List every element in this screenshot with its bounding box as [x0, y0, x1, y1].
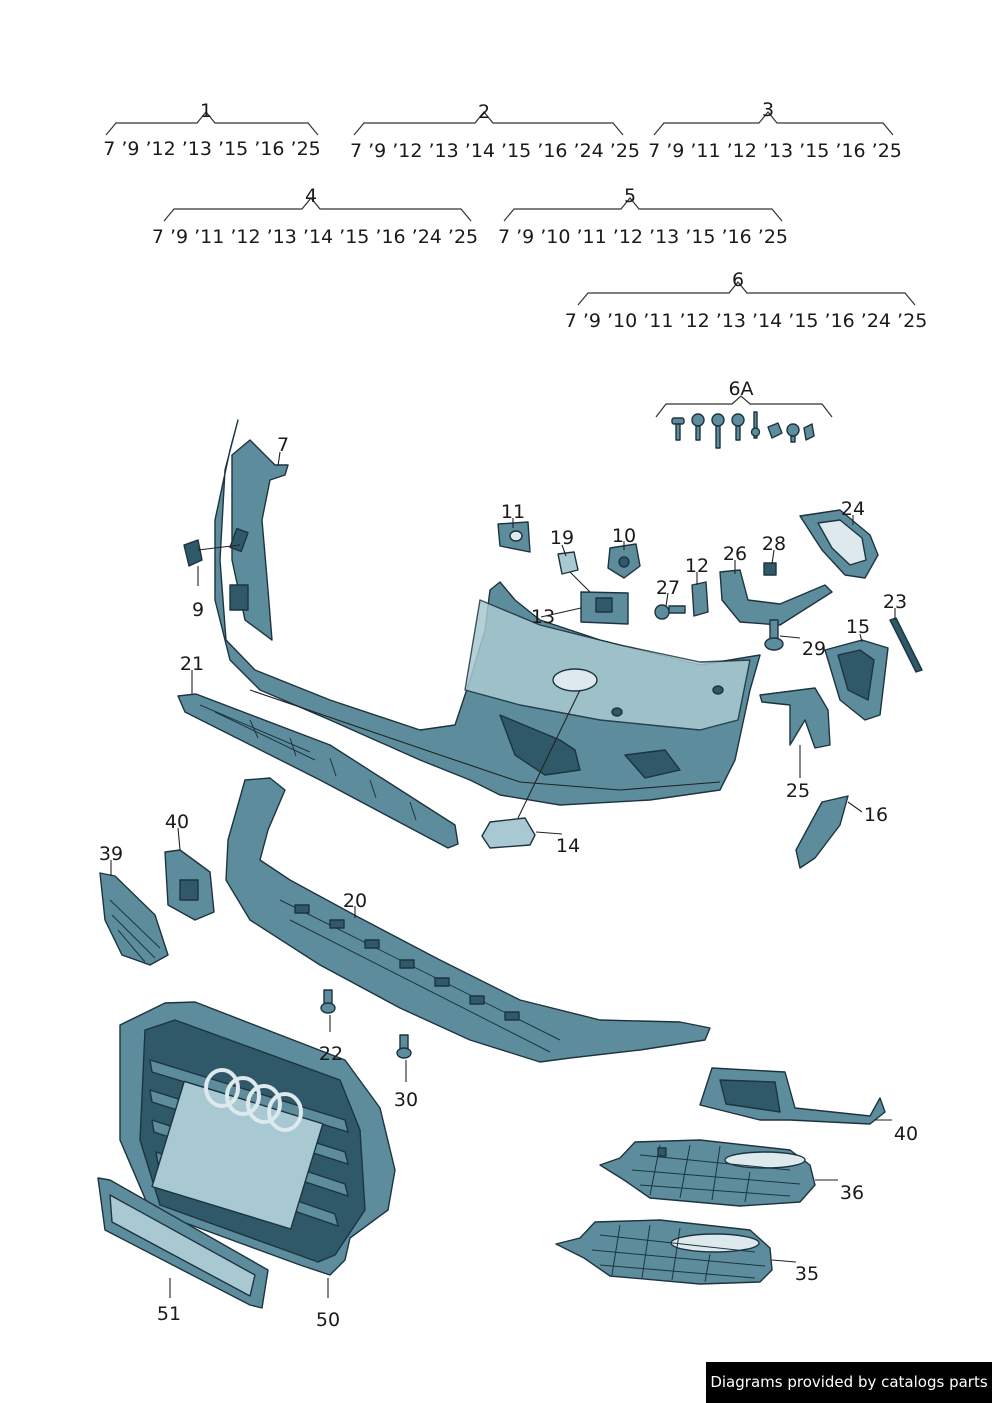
callout-30[interactable]: 30 — [394, 1089, 418, 1111]
group-years: 7 ’9 ’12 ’13 ’14 ’15 ’16 ’24 ’25 — [350, 140, 640, 162]
group-1: 1 7 ’9 ’12 ’13 ’15 ’16 ’25 — [103, 100, 321, 160]
group-number[interactable]: 3 — [762, 99, 774, 121]
part-14 — [481, 689, 581, 849]
callout-11[interactable]: 11 — [501, 501, 525, 523]
part-25 — [759, 687, 831, 749]
bolt-30 — [396, 1034, 412, 1059]
callout-16[interactable]: 16 — [864, 804, 888, 826]
part-26 — [719, 562, 833, 626]
part-13 — [580, 591, 629, 625]
part-16 — [795, 795, 849, 869]
callout-25[interactable]: 25 — [786, 780, 810, 802]
callout-51[interactable]: 51 — [157, 1303, 181, 1325]
footer-credit: Diagrams provided by catalogs parts — [706, 1362, 992, 1403]
callout-23[interactable]: 23 — [883, 591, 907, 613]
group-years: 7 ’9 ’12 ’13 ’15 ’16 ’25 — [103, 138, 321, 160]
callout-20[interactable]: 20 — [343, 890, 367, 912]
part-9 — [183, 539, 241, 586]
fastener-set-6a: 6A — [655, 378, 833, 449]
callout-21[interactable]: 21 — [180, 653, 204, 675]
part-24 — [799, 509, 879, 579]
grille-40-right — [699, 1067, 886, 1125]
trim-strip-21 — [177, 693, 459, 849]
callout-35[interactable]: 35 — [795, 1263, 819, 1285]
part-29 — [764, 619, 784, 651]
group-number[interactable]: 1 — [200, 100, 212, 122]
callout-26[interactable]: 26 — [723, 543, 747, 565]
callout-36[interactable]: 36 — [840, 1182, 864, 1204]
callout-22[interactable]: 22 — [319, 1043, 343, 1065]
callout-15[interactable]: 15 — [846, 616, 870, 638]
part-27 — [654, 604, 686, 620]
grille-39 — [99, 872, 169, 966]
group-5: 5 7 ’9 ’10 ’11 ’12 ’13 ’15 ’16 ’25 — [498, 185, 788, 248]
grille-35 — [555, 1219, 773, 1285]
callout-28[interactable]: 28 — [762, 533, 786, 555]
callouts: 7 9 10 11 12 13 14 15 16 19 20 21 22 23 … — [99, 434, 918, 1331]
callout-6a[interactable]: 6A — [728, 378, 753, 400]
group-3: 3 7 ’9 ’11 ’12 ’13 ’15 ’16 ’25 — [648, 99, 902, 162]
callout-12[interactable]: 12 — [685, 555, 709, 577]
bolt-22 — [320, 989, 336, 1014]
group-years: 7 ’9 ’10 ’11 ’12 ’13 ’15 ’16 ’25 — [498, 226, 788, 248]
plate-holder-51 — [97, 1177, 269, 1309]
group-2: 2 7 ’9 ’12 ’13 ’14 ’15 ’16 ’24 ’25 — [350, 101, 640, 162]
group-6: 6 7 ’9 ’10 ’11 ’12 ’13 ’14 ’15 ’16 ’24 ’… — [565, 269, 928, 332]
callout-13[interactable]: 13 — [531, 606, 555, 628]
grille-36 — [599, 1139, 816, 1207]
grille-40-left — [164, 849, 215, 921]
callout-9[interactable]: 9 — [192, 599, 204, 621]
group-number[interactable]: 6 — [732, 269, 744, 291]
callout-14[interactable]: 14 — [556, 835, 580, 857]
callout-29[interactable]: 29 — [802, 638, 826, 660]
part-15 — [824, 639, 889, 721]
group-years: 7 ’9 ’11 ’12 ’13 ’15 ’16 ’25 — [648, 140, 902, 162]
callout-40[interactable]: 40 — [165, 811, 189, 833]
leader-lines — [110, 451, 896, 1298]
part-10 — [607, 543, 641, 579]
callout-50[interactable]: 50 — [316, 1309, 340, 1331]
callout-27[interactable]: 27 — [656, 577, 680, 599]
callout-19[interactable]: 19 — [550, 527, 574, 549]
carrier-20 — [225, 777, 711, 1063]
part-11 — [497, 521, 531, 553]
callout-10[interactable]: 10 — [612, 525, 636, 547]
group-number[interactable]: 2 — [478, 101, 490, 123]
part-12 — [691, 581, 709, 617]
bumper-cover — [214, 419, 761, 806]
group-number[interactable]: 4 — [305, 185, 317, 207]
part-19 — [557, 551, 593, 595]
callout-40[interactable]: 40 — [894, 1123, 918, 1145]
part-23 — [889, 617, 923, 673]
group-years: 7 ’9 ’11 ’12 ’13 ’14 ’15 ’16 ’24 ’25 — [152, 226, 478, 248]
radiator-grille-50 — [119, 1001, 396, 1276]
callout-24[interactable]: 24 — [841, 498, 865, 520]
group-4: 4 7 ’9 ’11 ’12 ’13 ’14 ’15 ’16 ’24 ’25 — [152, 185, 478, 248]
group-years: 7 ’9 ’10 ’11 ’12 ’13 ’14 ’15 ’16 ’24 ’25 — [565, 310, 928, 332]
callout-39[interactable]: 39 — [99, 843, 123, 865]
callout-7[interactable]: 7 — [277, 434, 289, 456]
group-number[interactable]: 5 — [624, 185, 636, 207]
